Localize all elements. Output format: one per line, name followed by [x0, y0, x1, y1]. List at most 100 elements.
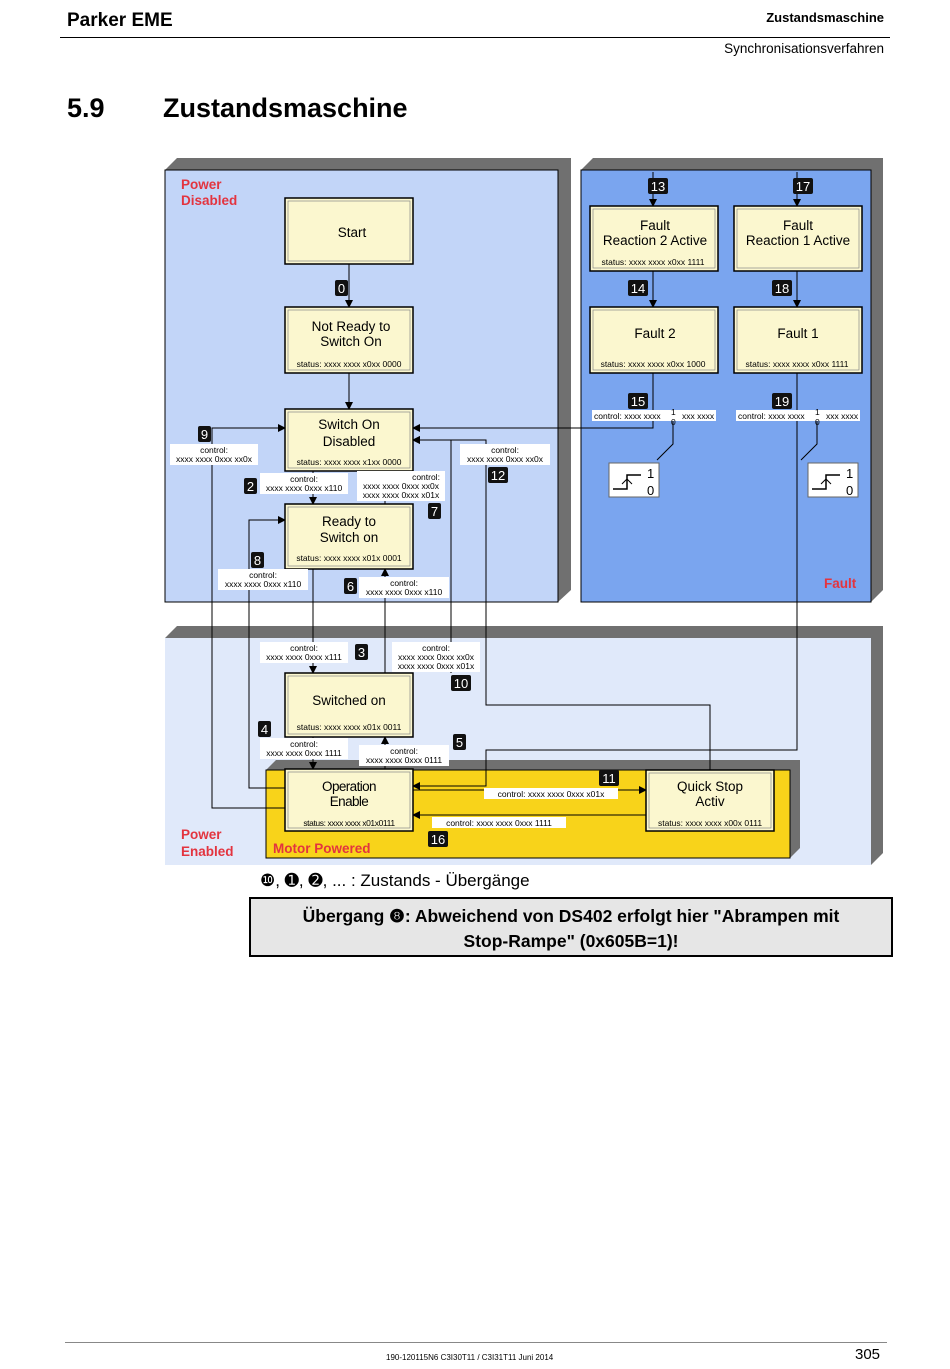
svg-text:3: 3 [358, 645, 365, 660]
svg-text:control:: control: [412, 472, 440, 482]
svg-text:7: 7 [431, 504, 438, 519]
svg-text:11: 11 [602, 771, 616, 786]
svg-text:Reaction 1 Active: Reaction 1 Active [746, 233, 850, 248]
label-power-disabled-1: Power [181, 177, 222, 192]
control-label-9: control: xxxx xxxx 0xxx xx0x [170, 444, 258, 465]
state-switched-on: Switched on status: xxxx xxxx x01x 0011 [284, 672, 414, 738]
transition-badge-11: 11 [599, 770, 619, 786]
svg-text:control:: control: [491, 445, 519, 455]
svg-text:control:: control: [249, 570, 277, 580]
control-label-2: control: xxxx xxxx 0xxx x110 [260, 473, 348, 494]
svg-text:Reaction 2 Active: Reaction 2 Active [603, 233, 707, 248]
svg-text:10: 10 [454, 676, 468, 691]
flipflop-symbol-left: 1 0 [608, 462, 660, 498]
transition-badge-5: 5 [453, 734, 466, 750]
label-power-enabled-2: Enabled [181, 844, 234, 859]
transition-badge-18: 18 [772, 280, 792, 296]
transition-badge-13: 13 [648, 178, 668, 194]
svg-text:0: 0 [846, 483, 853, 498]
svg-text:xxxx xxxx 0xxx 0111: xxxx xxxx 0xxx 0111 [366, 755, 442, 765]
page-number: 305 [855, 1346, 881, 1363]
svg-text:status: xxxx xxxx x01x 0001: status: xxxx xxxx x01x 0001 [296, 553, 402, 563]
svg-text:control:: control: [422, 643, 450, 653]
svg-text:control:: control: [290, 739, 318, 749]
label-power-enabled-1: Power [181, 827, 222, 842]
transition-badge-0: 0 [335, 280, 348, 296]
transition-badge-12: 12 [488, 467, 508, 483]
svg-text:status: xxxx xxxx x01x 0011: status: xxxx xxxx x01x 0011 [297, 722, 402, 732]
svg-text:Fault 1: Fault 1 [777, 326, 818, 341]
chapter-title: Zustandsmaschine [766, 10, 884, 25]
control-label-5: control: xxxx xxxx 0xxx 0111 [359, 745, 449, 766]
state-not-ready-to-switch-on: Not Ready to Switch On status: xxxx xxxx… [284, 306, 414, 374]
svg-text:xxxx xxxx 0xxx x110: xxxx xxxx 0xxx x110 [225, 579, 302, 589]
svg-text:control: xxxx xxxx 0xxx 1111: control: xxxx xxxx 0xxx 1111 [446, 818, 552, 828]
control-label-3: control: xxxx xxxx 0xxx x111 [260, 642, 348, 663]
svg-text:4: 4 [261, 722, 268, 737]
svg-text:xxxx xxxx 0xxx xx0x: xxxx xxxx 0xxx xx0x [398, 652, 475, 662]
control-label-19: control: xxxx xxxx xxx xxxx 1 0 [736, 407, 860, 427]
svg-text:status: xxxx xxxx x0xx 1000: status: xxxx xxxx x0xx 1000 [601, 359, 706, 369]
svg-text:Fault: Fault [783, 218, 813, 233]
state-quick-stop-activ: Quick Stop Activ status: xxxx xxxx x00x … [645, 769, 775, 832]
svg-text:6: 6 [347, 579, 354, 594]
control-label-11: control: xxxx xxxx 0xxx x01x [484, 788, 618, 799]
control-label-12: control: xxxx xxxx 0xxx xx0x [460, 444, 550, 465]
svg-text:5: 5 [456, 735, 463, 750]
subchapter-title: Synchronisationsverfahren [724, 41, 884, 56]
svg-text:control:: control: [290, 643, 318, 653]
svg-text:xxxx xxxx 0xxx x01x: xxxx xxxx 0xxx x01x [398, 661, 475, 671]
svg-text:status: xxxx xxxx x0xx 1111: status: xxxx xxxx x0xx 1111 [602, 257, 705, 267]
svg-text:status: xxxx xxxx x1xx 0000: status: xxxx xxxx x1xx 0000 [297, 457, 402, 467]
svg-text:14: 14 [631, 281, 645, 296]
transition-badge-15: 15 [628, 393, 648, 409]
svg-text:control:: control: [390, 578, 418, 588]
svg-text:control:: control: [390, 746, 418, 756]
state-start: Start [284, 197, 414, 265]
svg-text:Switch On: Switch On [320, 334, 382, 349]
transition-badge-19: 19 [772, 393, 792, 409]
svg-text:8: 8 [254, 553, 261, 568]
company-name: Parker EME [67, 10, 173, 31]
svg-text:Not Ready to: Not Ready to [312, 319, 391, 334]
svg-text:control:: control: [200, 445, 228, 455]
section-number: 5.9 [67, 93, 105, 123]
svg-text:xxxx xxxx 0xxx xx0x: xxxx xxxx 0xxx xx0x [363, 481, 440, 491]
svg-text:control: xxxx xxxx 0xxx x01x: control: xxxx xxxx 0xxx x01x [498, 789, 606, 799]
svg-text:15: 15 [631, 394, 645, 409]
footer-rule [65, 1342, 887, 1343]
svg-text:Ready to: Ready to [322, 514, 376, 529]
header-rule [60, 37, 890, 38]
svg-text:Switched on: Switched on [312, 693, 386, 708]
svg-text:Disabled: Disabled [323, 434, 376, 449]
svg-text:Switch On: Switch On [318, 417, 380, 432]
transition-badge-14: 14 [628, 280, 648, 296]
svg-text:1: 1 [846, 466, 853, 481]
svg-text:xxxx xxxx 0xxx 1111: xxxx xxxx 0xxx 1111 [266, 748, 342, 758]
svg-text:status: xxxx xxxx x00x 0111: status: xxxx xxxx x00x 0111 [658, 818, 762, 828]
state-fault-reaction-2-active: Fault Reaction 2 Active status: xxxx xxx… [589, 205, 719, 272]
control-label-8: control: xxxx xxxx 0xxx x110 [218, 569, 308, 590]
svg-text:status: xxxx xxxx x0xx 1111: status: xxxx xxxx x0xx 1111 [746, 359, 849, 369]
legend-text: ❿, ➊, ➋, ... : Zustands - Übergänge [260, 871, 530, 890]
svg-text:2: 2 [247, 479, 254, 494]
state-fault-2: Fault 2 status: xxxx xxxx x0xx 1000 [589, 306, 719, 374]
svg-text:0: 0 [647, 483, 654, 498]
svg-text:xxxx xxxx 0xxx x110: xxxx xxxx 0xxx x110 [366, 587, 443, 597]
state-switch-on-disabled: Switch On Disabled status: xxxx xxxx x1x… [284, 408, 414, 472]
svg-text:status: xxxx xxxx x01x0111: status: xxxx xxxx x01x0111 [303, 818, 395, 828]
svg-text:0: 0 [815, 417, 820, 427]
svg-text:control: xxxx xxxx: control: xxxx xxxx [738, 411, 805, 421]
svg-text:0: 0 [338, 281, 345, 296]
state-ready-to-switch-on: Ready to Switch on status: xxxx xxxx x01… [284, 503, 414, 570]
transition-badge-17: 17 [793, 178, 813, 194]
svg-text:9: 9 [201, 427, 208, 442]
control-label-4: control: xxxx xxxx 0xxx 1111 [260, 738, 348, 759]
svg-text:status: xxxx xxxx x0xx 0000: status: xxxx xxxx x0xx 0000 [297, 359, 402, 369]
svg-text:1: 1 [647, 466, 654, 481]
control-label-7: control: xxxx xxxx 0xxx xx0x xxxx xxxx 0… [357, 471, 445, 501]
control-label-16: control: xxxx xxxx 0xxx 1111 [432, 817, 566, 828]
label-fault: Fault [824, 576, 857, 591]
svg-text:xxxx xxxx 0xxx x111: xxxx xxxx 0xxx x111 [266, 652, 342, 662]
